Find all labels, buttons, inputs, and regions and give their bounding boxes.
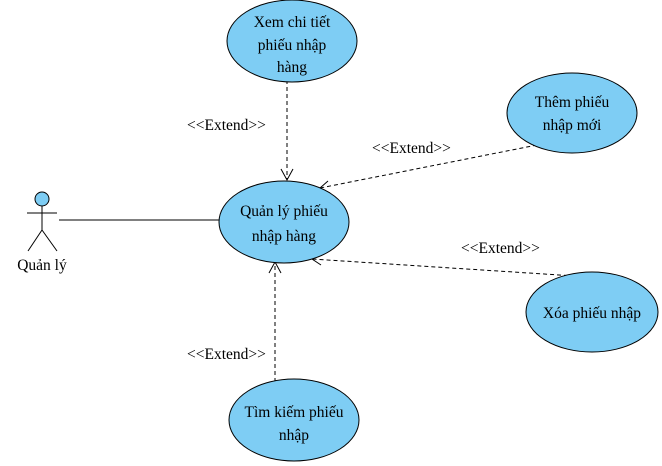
usecase-search-line-2: nhập [279,427,309,444]
actor-icon [27,191,58,252]
usecase-search-ellipse [228,378,360,462]
extend-delete-to-main: <<Extend>> [311,240,576,277]
usecase-search-line-1: Tìm kiếm phiếu [244,404,343,421]
usecase-xem-chi-tiet-phieu-nhap-hang[interactable]: Xem chi tiết phiếu nhập hàng [226,0,358,83]
usecase-main-line-1: Quản lý phiếu [240,203,328,220]
usecase-view-ellipse [226,0,358,83]
actor-label: Quản lý [17,257,67,274]
extend-delete-label: <<Extend>> [461,240,540,257]
extend-add-label: <<Extend>> [372,140,451,157]
extend-delete-line [311,258,576,277]
extend-add-line [319,144,538,189]
usecase-main-ellipse [218,180,350,264]
usecase-delete-ellipse [525,271,659,353]
usecase-them-phieu-nhap-moi[interactable]: Thêm phiếu nhập mới [506,72,638,154]
usecase-view-line-3: hàng [277,59,307,76]
usecase-xoa-phieu-nhap[interactable]: Xóa phiếu nhập [525,271,659,353]
actor-quan-ly: Quản lý [17,191,67,274]
extend-search-to-main: <<Extend>> [187,260,282,382]
extend-view-arrowhead [280,168,294,182]
usecase-delete-line-1: Xóa phiếu nhập [543,305,641,322]
extend-search-label: <<Extend>> [187,346,266,363]
actor-right-leg [41,229,58,252]
usecase-view-line-2: phiếu nhập [258,37,327,54]
usecase-quan-ly-phieu-nhap-hang[interactable]: Quản lý phiếu nhập hàng [218,180,350,264]
usecase-main-line-2: nhập hàng [252,228,316,245]
usecase-add-line-1: Thêm phiếu [535,94,610,111]
usecase-tim-kiem-phieu-nhap[interactable]: Tìm kiếm phiếu nhập [228,378,360,462]
actor-left-leg [27,229,43,252]
extend-view-to-main: <<Extend>> [187,80,294,182]
actor-head [34,191,50,207]
usecase-add-line-2: nhập mới [543,117,602,134]
usecase-view-line-1: Xem chi tiết [254,14,331,31]
extend-view-label: <<Extend>> [187,117,266,134]
usecase-add-ellipse [506,72,638,154]
extend-add-to-main: <<Extend>> [319,140,538,194]
